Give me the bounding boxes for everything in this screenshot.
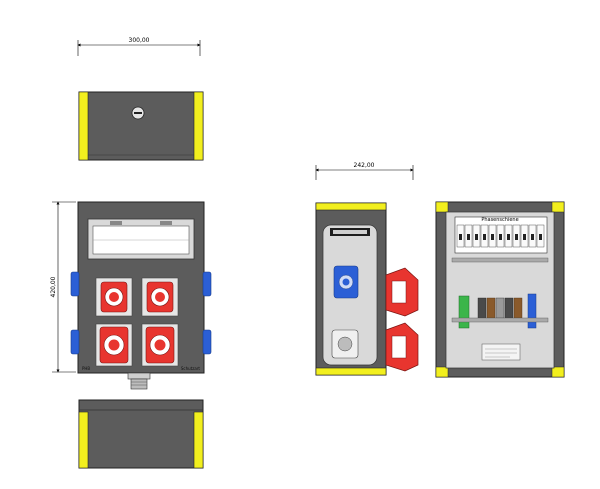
side-view [315, 202, 419, 376]
cee-socket-red-1 [95, 277, 133, 317]
latch-left-top [70, 271, 80, 297]
latch-right-top [202, 271, 212, 297]
front-view: PHB Schutzart [70, 201, 212, 390]
height-dimension-label: 420,00 [50, 276, 57, 297]
cee-socket-red-4 [141, 323, 179, 367]
latch-right-bottom [202, 329, 212, 355]
depth-dimension: 242,00 [315, 162, 414, 180]
inner-view: Phasenschiene [435, 201, 565, 378]
bottom-view [78, 399, 204, 469]
breakers [456, 224, 545, 248]
latch-left-bottom [70, 329, 80, 355]
height-dimension: 420,00 [50, 201, 76, 373]
nameplate-left: PHB [82, 366, 90, 371]
nameplate-right: Schutzart [181, 366, 201, 371]
depth-dimension-label: 242,00 [354, 162, 375, 169]
cee-socket-red-2 [141, 277, 179, 317]
schuko-socket-grey [331, 329, 359, 359]
label-plate [481, 343, 521, 361]
cable-gland-icon [127, 372, 151, 390]
cee-socket-blue [333, 265, 359, 299]
width-dimension-label: 300,00 [129, 37, 150, 44]
top-view [78, 91, 204, 161]
width-dimension: 300,00 [77, 37, 201, 56]
cee-socket-red-3 [95, 323, 133, 367]
phasenschiene-label: Phasenschiene [481, 217, 518, 223]
